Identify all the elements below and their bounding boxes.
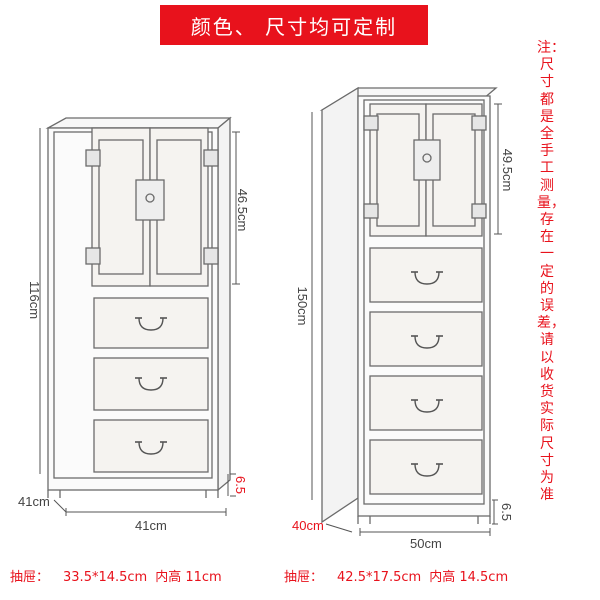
left-height-label: 116cm <box>27 281 42 319</box>
left-drawer-size: 33.5*14.5cm <box>63 570 148 585</box>
left-width-label: 41cm <box>135 518 167 533</box>
right-width-label: 50cm <box>410 536 442 551</box>
customization-banner: 颜色、 尺寸均可定制 <box>160 5 428 45</box>
right-leg-height-label: 6.5 <box>499 503 514 521</box>
banner-text: 颜色、 尺寸均可定制 <box>190 14 398 39</box>
left-leg-height-label: 6.5 <box>233 476 248 494</box>
right-dimension-lines <box>311 103 502 536</box>
left-door-height-label: 46.5cm <box>235 189 250 232</box>
right-depth-label: 40cm <box>292 518 324 533</box>
right-cabinet-drawing <box>319 86 498 524</box>
left-dimension-lines <box>39 128 240 516</box>
right-drawer-caption: 抽屉： 42.5*17.5cm 内高 14.5cm <box>284 566 508 585</box>
right-drawer-inner-height: 内高 14.5cm <box>429 570 509 585</box>
note-text: 注：尺寸都是全手工测量，存在一定的误差，请以收货实际尺寸为准 <box>537 40 565 504</box>
left-drawer-caption: 抽屉： 33.5*14.5cm 内高 11cm <box>10 566 222 585</box>
measurement-note: 注：尺寸都是全手工测量，存在一定的误差，请以收货实际尺寸为准 <box>537 40 565 504</box>
right-height-label: 150cm <box>295 286 310 325</box>
left-depth-label: 41cm <box>18 494 50 509</box>
left-cabinet-drawing <box>45 116 232 498</box>
right-drawer-size: 42.5*17.5cm <box>337 570 422 585</box>
right-drawer-label: 抽屉： <box>284 570 324 585</box>
right-door-height-label: 49.5cm <box>500 149 515 192</box>
left-drawer-label: 抽屉： <box>10 570 50 585</box>
left-drawer-inner-height: 内高 11cm <box>155 570 222 585</box>
